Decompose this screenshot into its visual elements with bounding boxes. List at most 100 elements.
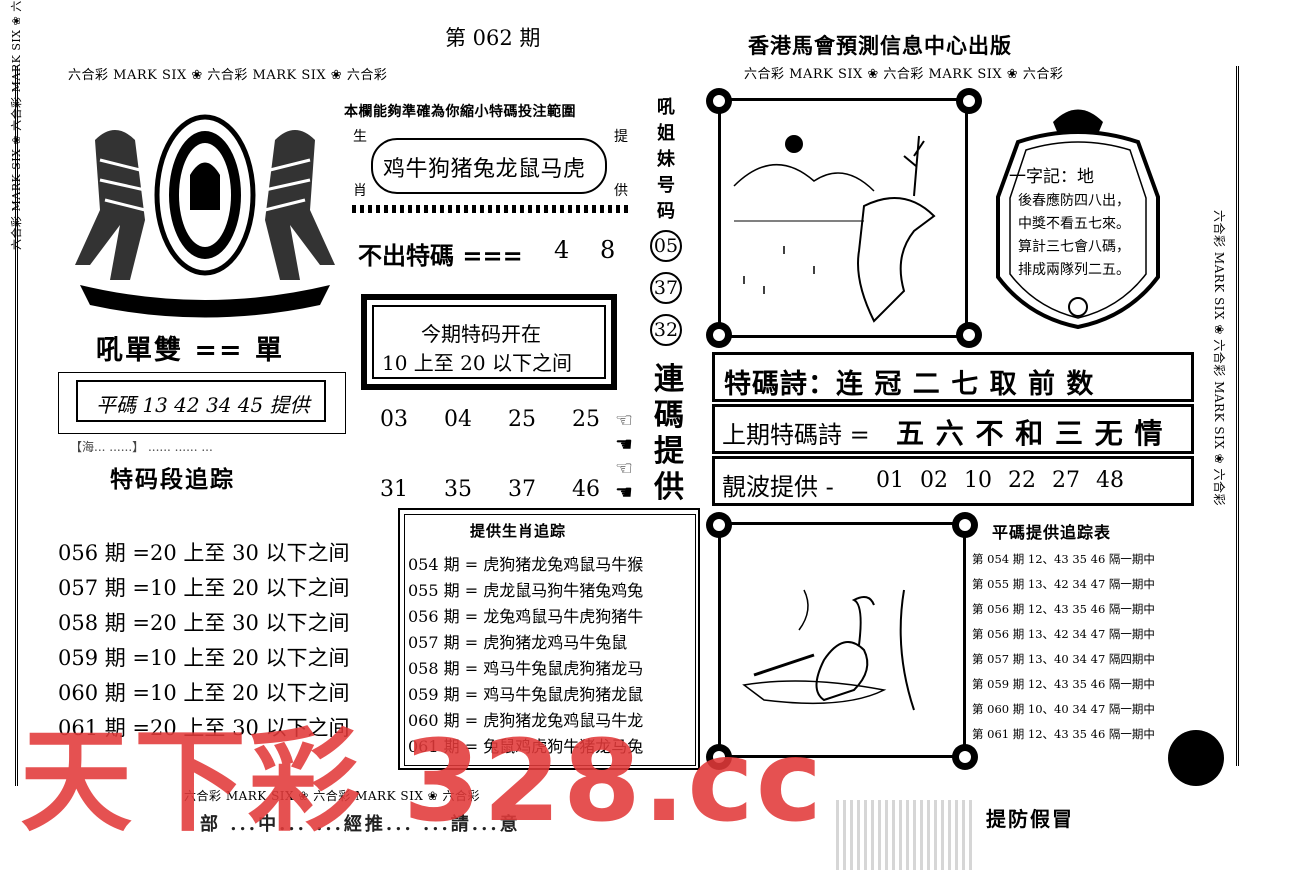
- flat-track-row: 第 056 期 13、42 34 47 隔一期中: [972, 627, 1155, 641]
- footer-partial-text: 部 ...中... ...經推... ...請...意: [200, 814, 521, 835]
- tracking-row: 056 期 =20 上至 30 以下之间: [58, 541, 350, 565]
- riddle-title: 一字記：地: [1009, 167, 1094, 187]
- seal-icon: [1168, 730, 1224, 786]
- zodiac-tracking-row: 059 期 = 鸡马牛兔鼠虎狗猪龙鼠: [408, 685, 644, 704]
- riddle-line: 後春應防四八出，: [1018, 193, 1130, 209]
- title-char: 提: [654, 434, 684, 469]
- riddle-lines: 後春應防四八出， 中獎不看五七來。 算計三七會八碼， 排成兩隊列二五。: [1018, 190, 1130, 282]
- wave-number: 27: [1052, 468, 1080, 493]
- numbers-row-1: 03 04 25 25: [380, 407, 636, 432]
- last-poem-bar: [712, 404, 1194, 454]
- right-border: [1230, 66, 1239, 766]
- number-cell: 04: [444, 407, 472, 432]
- circled-number: 37: [650, 272, 682, 304]
- flat-track-row: 第 055 期 13、42 34 47 隔一期中: [972, 577, 1155, 591]
- riddle-line: 中獎不看五七來。: [1018, 216, 1130, 232]
- corner-ti: 提: [614, 129, 628, 145]
- circled-number: 32: [650, 314, 682, 346]
- zodiac-list: 鸡牛狗猪兔龙鼠马虎: [383, 157, 586, 182]
- tracking-row: 059 期 =10 上至 20 以下之间: [58, 646, 350, 670]
- crane-picture-frame: [718, 522, 966, 758]
- number-cell: 03: [380, 407, 408, 432]
- flat-track-title: 平碼提供追踪表: [992, 523, 1112, 542]
- segment-tracking-title: 特码段追踪: [110, 466, 235, 493]
- zodiac-tracking-row: 056 期 = 龙兔鸡鼠马牛虎狗猪牛: [408, 607, 644, 626]
- flat-track-row: 第 059 期 12、43 35 46 隔一期中: [972, 677, 1155, 691]
- zodiac-tracking-box: [398, 508, 700, 770]
- flat-code-frame: [58, 372, 346, 434]
- wave-number: 10: [964, 468, 992, 493]
- special-poem: 特碼詩：连 冠 二 七 取 前 数: [724, 369, 1095, 400]
- zodiac-tracking-title: 提供生肖追踪: [470, 522, 567, 540]
- divider-dashes: [352, 205, 628, 213]
- wave-label: 靚波提供 -: [722, 473, 834, 501]
- flat-track-row: 第 057 期 13、40 34 47 隔四期中: [972, 652, 1155, 666]
- issue-number: 第 062 期: [445, 26, 541, 50]
- number-cell: 31: [380, 477, 408, 502]
- footer-brand-strip: 六合彩 MARK SIX ❀ 六合彩 MARK SIX ❀ 六合彩: [184, 789, 481, 803]
- poem-bar: [712, 352, 1194, 402]
- corner-ring-icon: [706, 322, 732, 348]
- zodiac-tracking-inner: [404, 514, 696, 766]
- title-char: 供: [654, 470, 684, 505]
- number-cell: 37: [508, 477, 536, 502]
- tracking-row: 061 期 =20 上至 30 以下之间: [58, 716, 350, 740]
- corner-ring-icon: [706, 512, 732, 538]
- range-box-outer: [361, 294, 617, 390]
- wave-number: 02: [920, 468, 948, 493]
- number-cell: 46: [572, 477, 600, 502]
- brand-strip-vertical-right: 六合彩 MARK SIX ❀ 六合彩 MARK SIX ❀ 六合彩: [1212, 210, 1226, 507]
- range-line2: 10 上至 20 以下之间: [382, 351, 572, 375]
- flat-track-row: 第 061 期 12、43 35 46 隔一期中: [972, 727, 1155, 741]
- wave-number: 22: [1008, 468, 1036, 493]
- title-char: 姐: [657, 123, 675, 144]
- not-out-label: 不出特碼 ===: [358, 241, 523, 270]
- corner-ring-icon: [952, 744, 978, 770]
- brand-strip-left: 六合彩 MARK SIX ❀ 六合彩 MARK SIX ❀ 六合彩: [68, 68, 388, 83]
- crane-icon: [742, 589, 915, 711]
- wave-bar: [712, 456, 1194, 506]
- riddle-line: 算計三七會八碼，: [1018, 239, 1130, 255]
- title-char: 码: [657, 201, 675, 222]
- flat-track-row: 第 054 期 12、43 35 46 隔一期中: [972, 552, 1155, 566]
- left-border: [15, 66, 24, 786]
- wave-number: 01: [876, 468, 904, 493]
- site-watermark: 天下彩 328.cc: [20, 717, 825, 847]
- zebra-emblem-icon: [75, 114, 335, 318]
- brand-strip-vertical-left: 六合彩 MARK SIX ❀ 六合彩 MARK SIX ❀ 六合彩: [10, 0, 23, 250]
- landscape-icon: [733, 135, 936, 323]
- flat-code: 平碼 13 42 34 45 提供: [96, 393, 310, 417]
- flat-track-row: 第 060 期 10、40 34 47 隔一期中: [972, 702, 1155, 716]
- title-char: 連: [654, 362, 684, 397]
- wave-number: 48: [1096, 468, 1124, 493]
- pointing-hand-icon: ☜: [615, 456, 633, 480]
- corner-xiao: 肖: [353, 183, 367, 199]
- corner-sheng: 生: [353, 129, 367, 145]
- title-char: 碼: [654, 398, 684, 433]
- title-char: 妹: [657, 149, 675, 170]
- not-out-number: 8: [600, 236, 616, 264]
- banner-text: 本欄能夠準確為你縮小特碼投注範圍: [344, 104, 576, 120]
- flat-track-row: 第 056 期 12、43 35 46 隔一期中: [972, 602, 1155, 616]
- anti-fake-warning: 提防假冒: [986, 807, 1074, 831]
- corner-ring-icon: [706, 88, 732, 114]
- numbers-row-2: 31 35 37 46: [380, 477, 636, 502]
- number-cell: 25: [572, 407, 600, 432]
- corner-gong: 供: [614, 183, 628, 199]
- tracking-row: 058 期 =20 上至 30 以下之间: [58, 611, 350, 635]
- brand-strip-right: 六合彩 MARK SIX ❀ 六合彩 MARK SIX ❀ 六合彩: [744, 67, 1064, 82]
- last-poem-label: 上期特碼詩 =: [722, 421, 870, 449]
- crown-crest-icon: [996, 109, 1160, 330]
- not-out-number: 4: [554, 236, 570, 264]
- barcode-icon: [836, 800, 976, 870]
- number-cell: 35: [444, 477, 472, 502]
- number-cell: 25: [508, 407, 536, 432]
- consecutive-title: 連 碼 提 供: [652, 362, 686, 506]
- zodiac-tracking-row: 061 期 = 兔鼠鸡虎狗牛猪龙马兔: [408, 737, 644, 756]
- title-char: 吼: [657, 97, 675, 118]
- circled-number: 05: [650, 230, 682, 262]
- riddle-line: 排成兩隊列二五。: [1018, 262, 1130, 278]
- tracking-row: 060 期 =10 上至 20 以下之间: [58, 681, 350, 705]
- zodiac-tracking-row: 060 期 = 虎狗猪龙兔鸡鼠马牛龙: [408, 711, 644, 730]
